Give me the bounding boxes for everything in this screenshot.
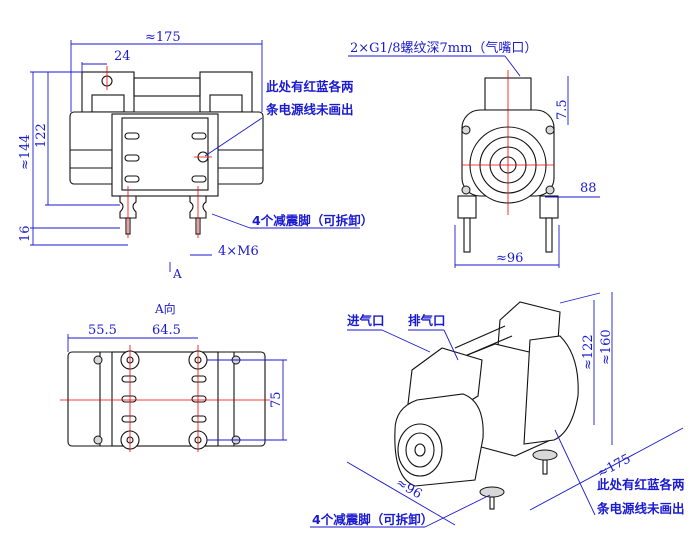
feet-note: 4个减震脚（可拆卸）	[252, 213, 373, 228]
cable-note-line2: 条电源线未画出	[265, 102, 354, 117]
iso-feet-note: 4个减震脚（可拆卸）	[312, 512, 433, 527]
iso-motor-rear	[523, 335, 579, 445]
iso-dim-height-body: ≈122	[581, 334, 596, 370]
dim-width: ≈175	[145, 30, 181, 45]
side-dim-port-height: 7.5	[555, 99, 570, 120]
dim-total-height: ≈144	[18, 134, 33, 170]
outlet-label: 排气口	[408, 313, 446, 328]
view-arrow-label: A	[172, 267, 182, 281]
right-head	[199, 71, 253, 113]
iso-cable-note-line1: 此处有红蓝各两	[597, 477, 685, 492]
iso-cable-note-line2: 条电源线未画出	[596, 501, 685, 516]
side-view: ≈96 88 7.5 2×G1/8螺纹深7mm（气嘴口）	[348, 40, 600, 268]
front-view: ≈175 24 ≈144 122 16 4×M6 此处有红蓝各两 条电源线未画出…	[18, 30, 373, 281]
inlet-label: 进气口	[347, 313, 385, 328]
bottom-dim-right: 64.5	[152, 323, 181, 338]
iso-foot	[479, 486, 505, 498]
dim-foot-height: 16	[18, 225, 33, 242]
bottom-view-title: A向	[154, 301, 176, 316]
bottom-dim-height: 75	[269, 391, 284, 408]
port-note: 2×G1/8螺纹深7mm（气嘴口）	[350, 40, 537, 56]
dim-body-height: 122	[34, 123, 49, 148]
bottom-dim-left: 55.5	[88, 323, 117, 338]
dim-thread: 4×M6	[218, 244, 259, 259]
side-dim-width: ≈96	[496, 251, 523, 266]
cable-note-line1: 此处有红蓝各两	[266, 79, 354, 94]
side-dim-center: 88	[580, 181, 597, 196]
bottom-view: A向 55.5 64.5 75	[60, 301, 287, 452]
iso-foot	[532, 449, 558, 461]
iso-dim-height-total: ≈160	[599, 329, 614, 365]
isometric-view: ≈122 ≈160 ≈175 ≈96 进气口 排气口 此处有红蓝各两 条电源线未…	[310, 292, 685, 528]
dim-port-offset: 24	[114, 49, 131, 64]
